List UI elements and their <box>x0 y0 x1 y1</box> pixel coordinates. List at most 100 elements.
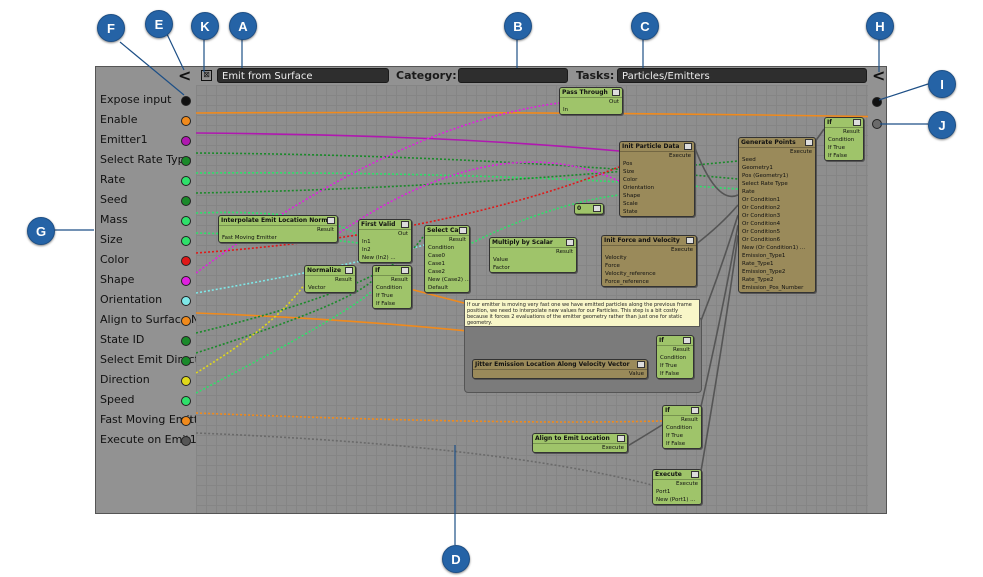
node-port-row[interactable]: Condition <box>428 245 455 251</box>
collapse-right-chevron-icon[interactable]: < <box>872 66 886 85</box>
node-port-row[interactable]: Scale <box>623 201 638 207</box>
node-menu-icon[interactable] <box>612 89 620 96</box>
node-port-row[interactable]: Condition <box>660 355 687 361</box>
input-port-dot[interactable] <box>181 216 191 226</box>
node-port-row[interactable]: Color <box>623 177 638 183</box>
input-port-dot[interactable] <box>181 116 191 126</box>
node-menu-icon[interactable] <box>327 217 335 224</box>
node-port-row[interactable]: If False <box>666 441 686 447</box>
category-field[interactable] <box>458 68 568 83</box>
node-port-row[interactable]: Execute <box>790 149 812 155</box>
node-menu-icon[interactable] <box>593 205 601 212</box>
node-port-row[interactable]: Result <box>673 347 690 353</box>
node-port-row[interactable]: Emission_Pos_Number <box>742 285 804 291</box>
node-port-row[interactable]: Condition <box>376 285 403 291</box>
node-menu-icon[interactable] <box>683 337 691 344</box>
node-port-row[interactable]: Emission_Type2 <box>742 269 786 275</box>
node-port-row[interactable]: Port1 <box>656 489 671 495</box>
node-menu-icon[interactable] <box>566 239 574 246</box>
node-port-row[interactable]: If False <box>376 301 396 307</box>
node-port-row[interactable]: If False <box>828 153 848 159</box>
node-port-row[interactable]: Execute <box>602 445 624 451</box>
node-port-row[interactable]: Fast Moving Emitter <box>222 235 277 241</box>
node-port-row[interactable]: Or Condition6 <box>742 237 781 243</box>
node-port-row[interactable]: New (Or Condition1) ... <box>742 245 806 251</box>
output-port-dot[interactable] <box>872 119 882 129</box>
collapse-left-chevron-icon[interactable]: < <box>178 66 192 85</box>
node-port-row[interactable]: Shape <box>623 193 641 199</box>
node-menu-icon[interactable] <box>401 267 409 274</box>
node-menu-icon[interactable] <box>686 237 694 244</box>
node-port-row[interactable]: Result <box>556 249 573 255</box>
node-port-row[interactable]: Factor <box>493 265 510 271</box>
node-port-row[interactable]: New (Port1) ... <box>656 497 696 503</box>
input-port-dot[interactable] <box>181 96 191 106</box>
node-port-row[interactable]: Or Condition1 <box>742 197 781 203</box>
node-port-row[interactable]: Emission_Type1 <box>742 253 786 259</box>
node-port-row[interactable]: Out <box>398 231 408 237</box>
comment-note[interactable]: If our emitter is moving very fast one w… <box>464 299 700 327</box>
node-port-row[interactable]: Execute <box>669 153 691 159</box>
node-port-row[interactable]: Case2 <box>428 269 445 275</box>
node-menu-icon[interactable] <box>345 267 353 274</box>
input-port-dot[interactable] <box>181 236 191 246</box>
input-port-dot[interactable] <box>181 276 191 286</box>
node-menu-icon[interactable] <box>691 407 699 414</box>
node-port-row[interactable]: If True <box>666 433 683 439</box>
node-menu-icon[interactable] <box>853 119 861 126</box>
node-port-row[interactable]: Pos <box>623 161 633 167</box>
node-port-row[interactable]: Result <box>335 277 352 283</box>
node-menu-icon[interactable] <box>617 435 625 442</box>
input-port-dot[interactable] <box>181 356 191 366</box>
expose-toggle-icon[interactable]: ⊠ <box>201 70 212 81</box>
input-port-dot[interactable] <box>181 176 191 186</box>
node-port-row[interactable]: Value <box>493 257 509 263</box>
output-port-dot[interactable] <box>872 97 882 107</box>
node-port-row[interactable]: Or Condition5 <box>742 229 781 235</box>
node-port-row[interactable]: In2 <box>362 247 371 253</box>
node-port-row[interactable]: Condition <box>666 425 693 431</box>
node-port-row[interactable]: Or Condition4 <box>742 221 781 227</box>
node-port-row[interactable]: Result <box>681 417 698 423</box>
node-port-row[interactable]: If True <box>828 145 845 151</box>
input-port-dot[interactable] <box>181 376 191 386</box>
node-port-row[interactable]: If False <box>660 371 680 377</box>
node-port-row[interactable]: Velocity <box>605 255 627 261</box>
node-port-row[interactable]: Seed <box>742 157 756 163</box>
node-port-row[interactable]: New (Case2) ... <box>428 277 469 283</box>
node-port-row[interactable]: Geometry1 <box>742 165 773 171</box>
node-port-row[interactable]: Case1 <box>428 261 445 267</box>
node-port-row[interactable]: Condition <box>828 137 855 143</box>
node-port-row[interactable]: Force <box>605 263 620 269</box>
input-port-dot[interactable] <box>181 156 191 166</box>
node-port-row[interactable]: New (In2) ... <box>362 255 396 261</box>
node-jitter[interactable]: Jitter Emission Location Along Velocity … <box>472 359 648 379</box>
node-zero[interactable]: 0 <box>574 203 604 215</box>
node-graph-canvas[interactable]: If our emitter is moving very fast one w… <box>196 85 868 513</box>
node-port-row[interactable]: State <box>623 209 638 215</box>
node-port-row[interactable]: In <box>563 107 569 113</box>
node-menu-icon[interactable] <box>459 227 467 234</box>
node-port-row[interactable]: Execute <box>671 247 693 253</box>
node-port-row[interactable]: Rate_Type1 <box>742 261 774 267</box>
node-port-row[interactable]: Or Condition2 <box>742 205 781 211</box>
input-port-dot[interactable] <box>181 436 191 446</box>
node-menu-icon[interactable] <box>684 143 692 150</box>
node-port-row[interactable]: If True <box>376 293 393 299</box>
node-port-row[interactable]: Or Condition3 <box>742 213 781 219</box>
compound-name-field[interactable]: Emit from Surface <box>217 68 389 83</box>
node-port-row[interactable]: Velocity_reference <box>605 271 656 277</box>
tasks-field[interactable]: Particles/Emitters <box>617 68 867 83</box>
